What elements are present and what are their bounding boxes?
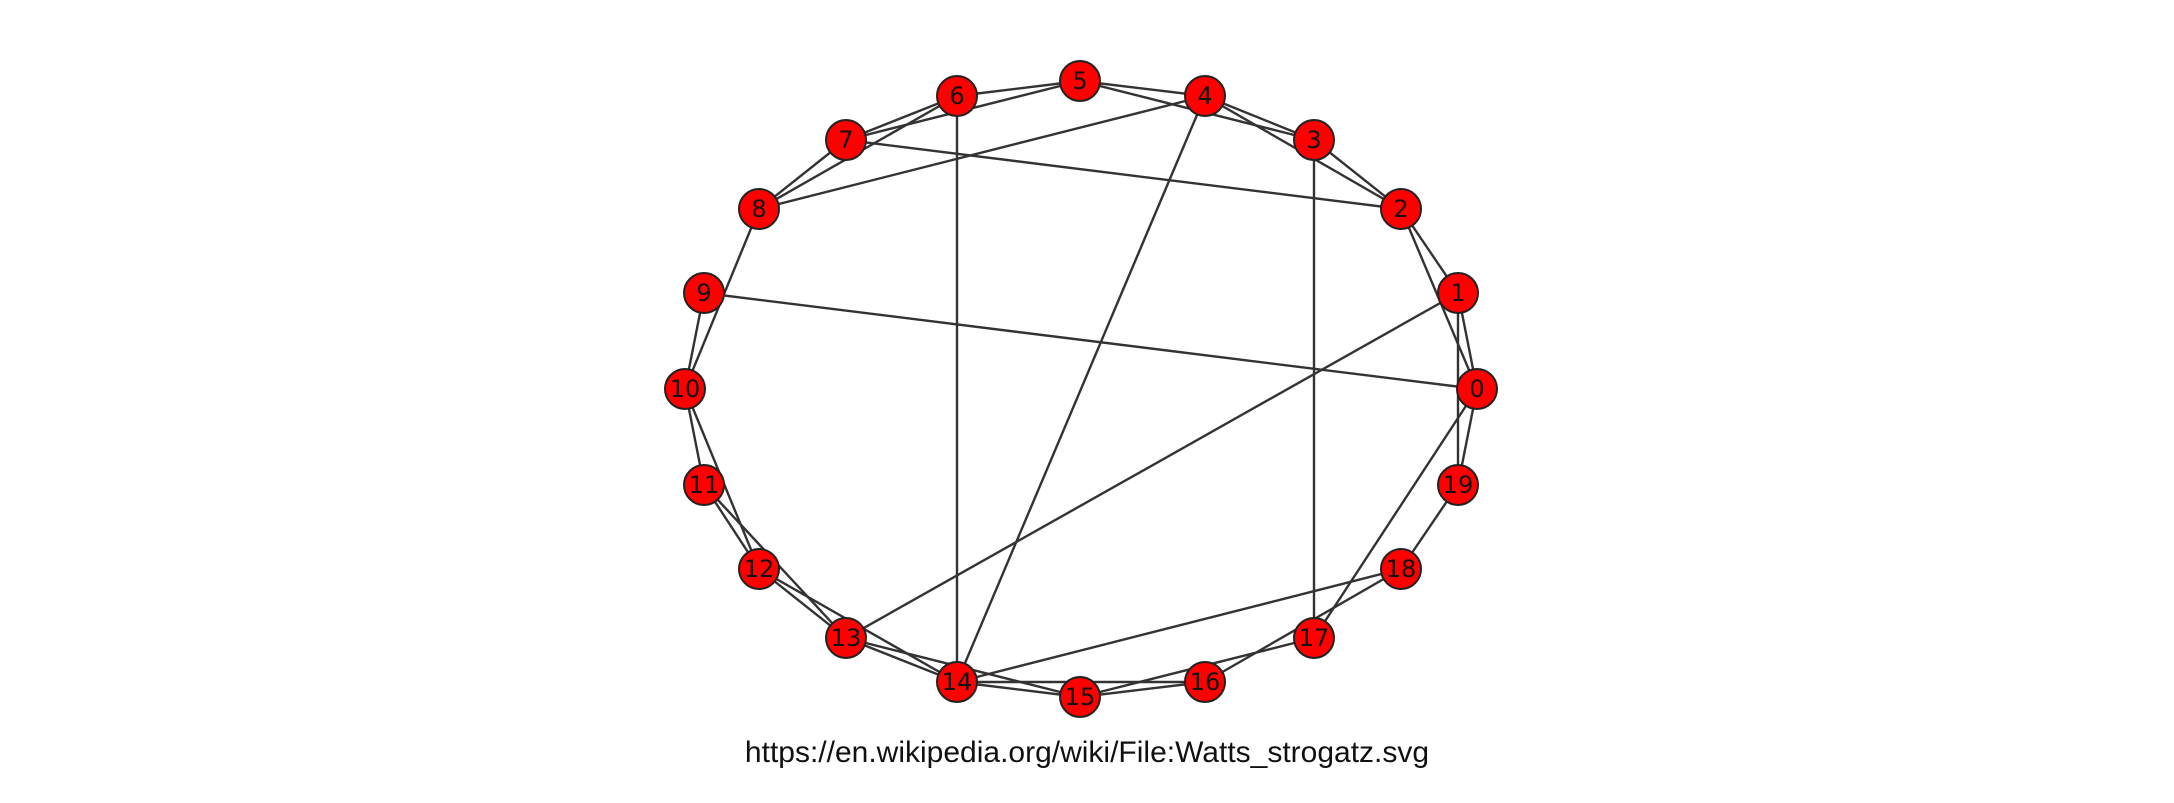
node-4: 4 [1184, 75, 1226, 117]
node-circle [738, 548, 780, 590]
node-circle [1437, 272, 1479, 314]
node-circle [1184, 75, 1226, 117]
node-label: 3 [1306, 126, 1321, 154]
node-18: 18 [1380, 548, 1422, 590]
node-label: 1 [1450, 279, 1465, 307]
edge-14-18 [956, 567, 1402, 684]
node-label: 13 [831, 624, 862, 652]
node-label: 2 [1393, 195, 1408, 223]
node-label: 16 [1190, 668, 1221, 696]
node-label: 19 [1443, 471, 1474, 499]
node-circle [936, 661, 978, 703]
node-label: 10 [670, 375, 701, 403]
node-label: 14 [942, 668, 973, 696]
edge-4-14 [955, 95, 1207, 683]
source-caption: https://en.wikipedia.org/wiki/File:Watts… [744, 736, 1430, 769]
node-17: 17 [1293, 617, 1335, 659]
node-label: 5 [1072, 67, 1087, 95]
node-circle [1380, 548, 1422, 590]
node-circle [683, 464, 725, 506]
node-circle [1293, 617, 1335, 659]
node-8: 8 [738, 188, 780, 230]
node-16: 16 [1184, 661, 1226, 703]
node-circle [1059, 676, 1101, 718]
node-circle [738, 188, 780, 230]
edge-0-17 [1312, 388, 1479, 639]
node-13: 13 [825, 617, 867, 659]
node-circle [664, 368, 706, 410]
node-circle [683, 272, 725, 314]
edge-4-8 [758, 94, 1206, 211]
node-10: 10 [664, 368, 706, 410]
node-5: 5 [1059, 60, 1101, 102]
node-12: 12 [738, 548, 780, 590]
node-7: 7 [825, 119, 867, 161]
node-circle [1293, 119, 1335, 161]
node-label: 0 [1469, 375, 1484, 403]
node-circle [825, 119, 867, 161]
node-label: 8 [751, 195, 766, 223]
node-label: 6 [949, 82, 964, 110]
edge-layer [683, 79, 1479, 699]
node-2: 2 [1380, 188, 1422, 230]
node-circle [825, 617, 867, 659]
node-1: 1 [1437, 272, 1479, 314]
node-label: 18 [1386, 555, 1417, 583]
node-14: 14 [936, 661, 978, 703]
node-11: 11 [683, 464, 725, 506]
node-label: 4 [1197, 82, 1212, 110]
node-label: 12 [744, 555, 775, 583]
node-label: 7 [838, 126, 853, 154]
edge-2-7 [845, 138, 1402, 211]
node-circle [936, 75, 978, 117]
node-19: 19 [1437, 464, 1479, 506]
node-circle [1059, 60, 1101, 102]
edge-1-13 [845, 291, 1459, 640]
node-label: 17 [1299, 624, 1330, 652]
node-circle [1456, 368, 1498, 410]
edge-0-9 [703, 291, 1478, 391]
node-0: 0 [1456, 368, 1498, 410]
node-label: 9 [696, 279, 711, 307]
node-label: 11 [689, 471, 720, 499]
node-6: 6 [936, 75, 978, 117]
node-circle [1437, 464, 1479, 506]
node-circle [1184, 661, 1226, 703]
node-9: 9 [683, 272, 725, 314]
node-circle [1380, 188, 1422, 230]
node-3: 3 [1293, 119, 1335, 161]
node-label: 15 [1065, 683, 1096, 711]
node-15: 15 [1059, 676, 1101, 718]
